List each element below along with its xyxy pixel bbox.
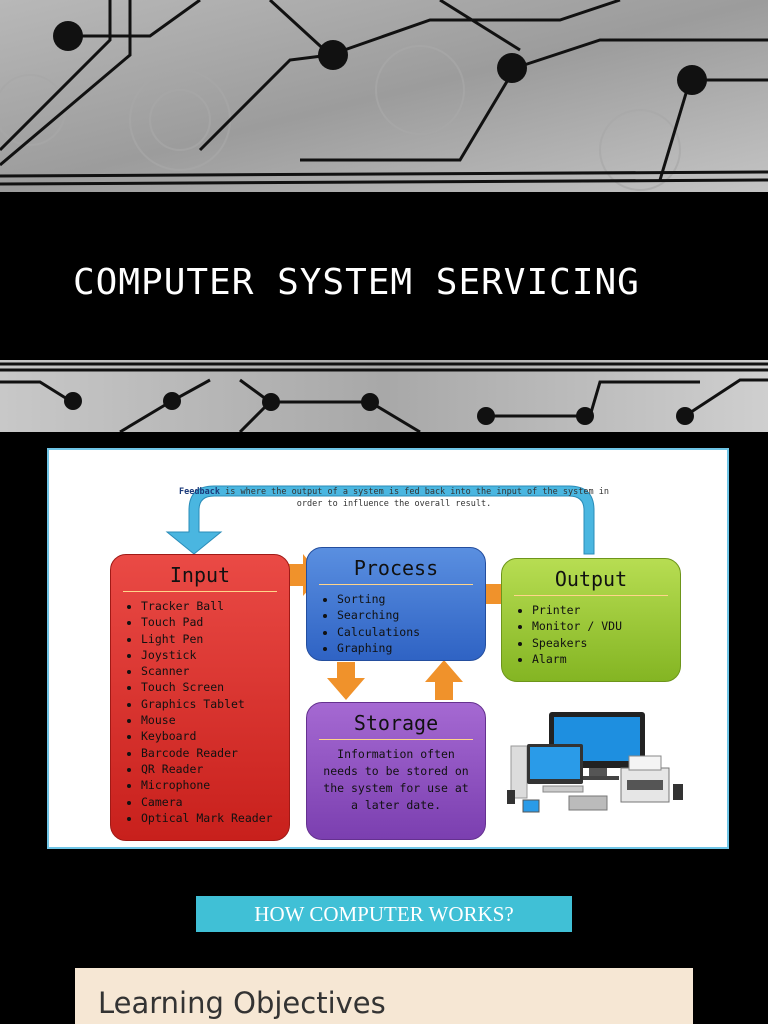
list-item: Optical Mark Reader	[141, 810, 289, 826]
output-heading: Output	[554, 567, 628, 591]
list-item: Light Pen	[141, 631, 289, 647]
process-divider	[319, 584, 473, 585]
list-item: Touch Pad	[141, 614, 289, 630]
list-item: QR Reader	[141, 761, 289, 777]
arrow-input-to-process	[289, 554, 321, 596]
list-item: Speakers	[532, 635, 680, 651]
computer-system-diagram: Feedback is where the output of a system…	[47, 448, 729, 849]
title-bar	[0, 192, 768, 360]
how-computer-works-caption: HOW COMPUTER WORKS?	[196, 896, 572, 932]
feedback-label: Feedback	[179, 487, 220, 497]
input-list: Tracker Ball Touch Pad Light Pen Joystic…	[111, 598, 289, 826]
list-item: Barcode Reader	[141, 745, 289, 761]
list-item: Calculations	[337, 624, 485, 640]
input-box: Input Tracker Ball Touch Pad Light Pen J…	[110, 554, 290, 841]
learning-objectives-heading: Learning Objectives	[98, 986, 386, 1020]
storage-heading: Storage	[353, 711, 439, 735]
storage-divider	[319, 739, 473, 740]
list-item: Sorting	[337, 591, 485, 607]
circuit-banner-top	[0, 0, 768, 192]
input-divider	[123, 591, 277, 592]
list-item: Mouse	[141, 712, 289, 728]
list-item: Searching	[337, 607, 485, 623]
process-box: Process Sorting Searching Calculations G…	[306, 547, 486, 661]
feedback-arrow	[165, 485, 595, 555]
process-heading: Process	[353, 556, 439, 580]
input-heading: Input	[169, 563, 231, 587]
list-item: Graphics Tablet	[141, 696, 289, 712]
list-item: Tracker Ball	[141, 598, 289, 614]
output-box: Output Printer Monitor / VDU Speakers Al…	[501, 558, 681, 682]
arrow-process-to-storage	[327, 662, 365, 700]
storage-description: Information often needs to be stored on …	[323, 747, 469, 812]
list-item: Touch Screen	[141, 679, 289, 695]
feedback-text: is where the output of a system is fed b…	[225, 487, 609, 509]
list-item: Alarm	[532, 651, 680, 667]
list-item: Printer	[532, 602, 680, 618]
output-list: Printer Monitor / VDU Speakers Alarm	[502, 602, 680, 667]
list-item: Graphing	[337, 640, 485, 656]
output-divider	[514, 595, 668, 596]
circuit-banner-middle	[0, 360, 768, 432]
page-title: COMPUTER SYSTEM SERVICING	[73, 262, 640, 303]
feedback-description: Feedback is where the output of a system…	[169, 486, 619, 510]
circuit-pattern-middle	[0, 360, 768, 432]
list-item: Camera	[141, 794, 289, 810]
diagram-arrows	[165, 485, 683, 813]
process-list: Sorting Searching Calculations Graphing	[307, 591, 485, 656]
arrow-storage-to-process	[425, 660, 463, 700]
list-item: Monitor / VDU	[532, 618, 680, 634]
storage-box: Storage Information often needs to be st…	[306, 702, 486, 840]
list-item: Microphone	[141, 777, 289, 793]
list-item: Scanner	[141, 663, 289, 679]
learning-objectives-panel: Learning Objectives	[75, 968, 693, 1024]
list-item: Joystick	[141, 647, 289, 663]
list-item: Keyboard	[141, 728, 289, 744]
circuit-pattern-top	[0, 0, 768, 192]
computer-equipment-icon	[507, 712, 683, 813]
